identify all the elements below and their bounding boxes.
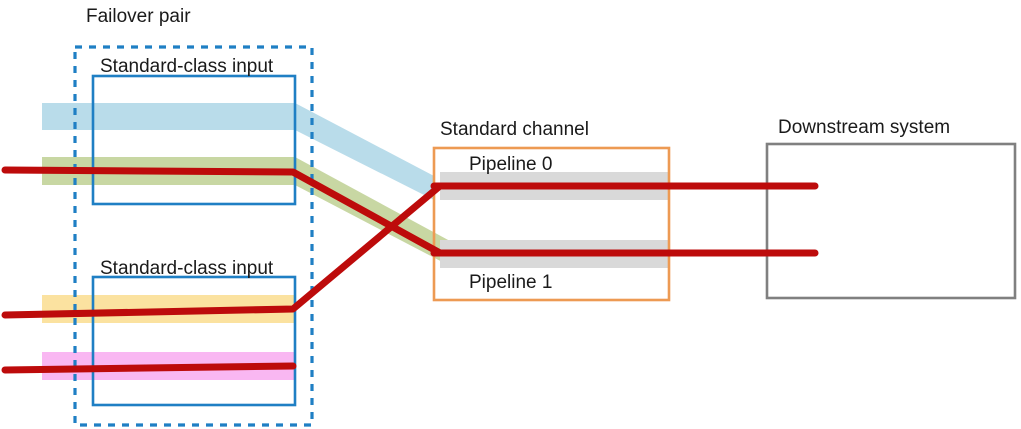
downstream-system-label: Downstream system [778, 117, 950, 138]
input-top-label: Standard-class input [100, 56, 274, 77]
failover-pair-label: Failover pair [86, 6, 191, 27]
standard-class-input-box-bottom [91, 275, 297, 407]
blue-standard-band [42, 103, 434, 200]
failover-pair-container [73, 45, 314, 427]
downstream-system-box [765, 142, 1017, 300]
standard-channel-label: Standard channel [440, 119, 589, 140]
flow-pink [1, 362, 297, 374]
flow-yellow-to-pipeline-0 [1, 182, 444, 319]
pipeline-0-label: Pipeline 0 [469, 154, 552, 175]
standard-channel-box [432, 146, 671, 302]
input-bottom-label: Standard-class input [100, 258, 274, 279]
green-standard-band [42, 157, 450, 266]
standard-class-input-box-top [91, 74, 297, 206]
pipeline-1-label: Pipeline 1 [469, 272, 552, 293]
